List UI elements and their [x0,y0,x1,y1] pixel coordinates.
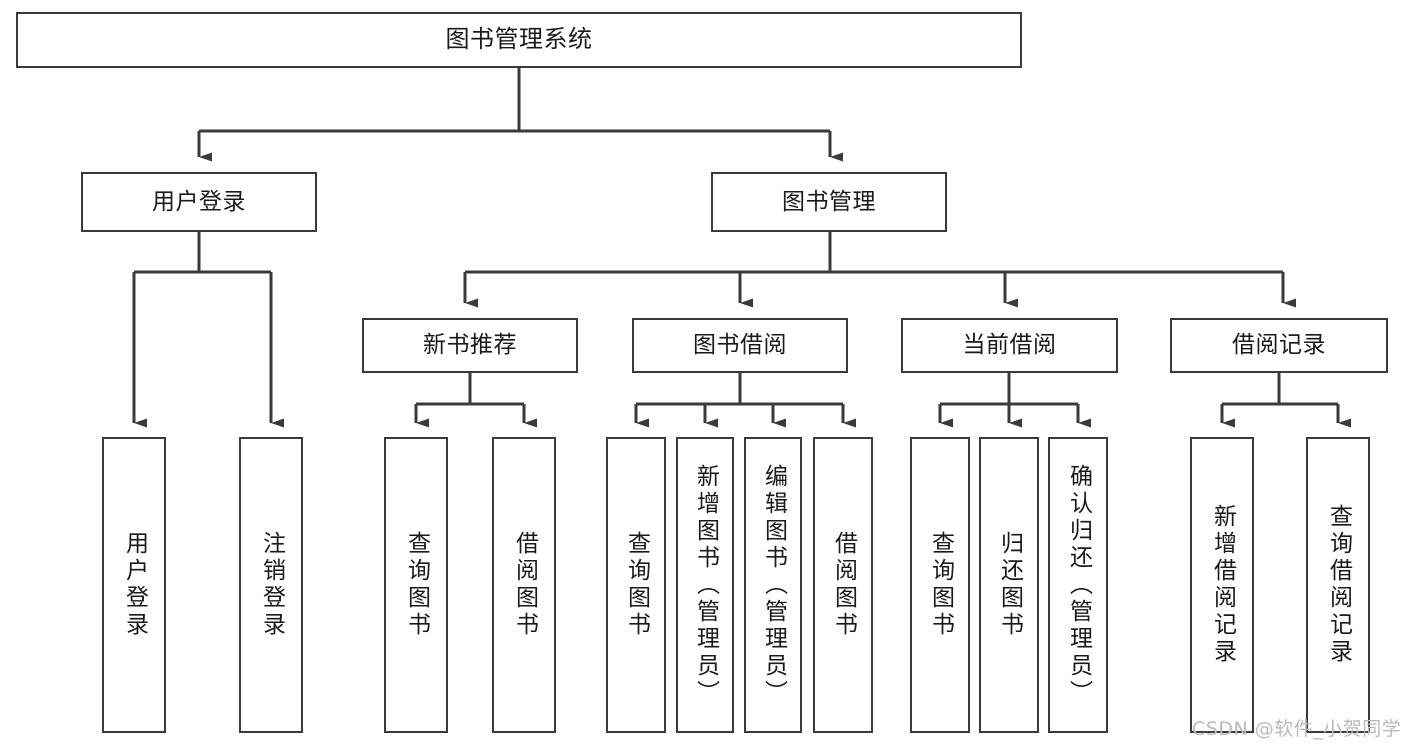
node-book-borrow-label: 图书借阅 [693,332,787,359]
watermark-text: CSDN @软件_小贺同学 [1192,718,1402,740]
node-leaf-borrow-book-1[interactable]: 借阅图书 [492,437,556,733]
node-leaf-borrow-book-1-label: 借阅图书 [511,531,538,639]
node-leaf-add-book-label: 新增图书（管理员） [692,463,719,707]
node-root-label: 图书管理系统 [445,25,593,54]
node-book-manage-label: 图书管理 [782,188,876,215]
node-leaf-return-book[interactable]: 归还图书 [979,437,1039,733]
node-leaf-query-book-2-label: 查询图书 [623,531,650,639]
node-new-book-recommend-label: 新书推荐 [423,332,517,359]
node-leaf-add-record-label: 新增借阅记录 [1209,504,1236,666]
node-leaf-query-book-3[interactable]: 查询图书 [910,437,970,733]
node-new-book-recommend[interactable]: 新书推荐 [362,318,578,373]
node-leaf-confirm-return-label: 确认归还（管理员） [1065,463,1092,707]
node-leaf-user-login[interactable]: 用户登录 [102,437,166,733]
node-leaf-logout-login-label: 注销登录 [258,531,285,639]
node-current-borrow-label: 当前借阅 [962,332,1057,359]
node-leaf-add-record[interactable]: 新增借阅记录 [1190,437,1254,733]
node-user-login-label: 用户登录 [152,188,246,215]
node-leaf-query-record-label: 查询借阅记录 [1325,504,1352,666]
node-root[interactable]: 图书管理系统 [16,12,1022,68]
node-leaf-query-book-2[interactable]: 查询图书 [606,437,666,733]
node-leaf-add-book[interactable]: 新增图书（管理员） [676,437,734,733]
node-leaf-confirm-return[interactable]: 确认归还（管理员） [1048,437,1108,733]
node-borrow-record-label: 借阅记录 [1232,332,1326,359]
node-borrow-record[interactable]: 借阅记录 [1170,318,1388,373]
node-book-manage[interactable]: 图书管理 [711,172,947,232]
node-leaf-user-login-label: 用户登录 [121,531,148,639]
node-leaf-query-book-1[interactable]: 查询图书 [384,437,448,733]
node-leaf-edit-book[interactable]: 编辑图书（管理员） [744,437,802,733]
node-leaf-edit-book-label: 编辑图书（管理员） [760,463,787,707]
node-leaf-return-book-label: 归还图书 [996,531,1023,639]
node-user-login[interactable]: 用户登录 [81,172,317,232]
node-leaf-query-book-3-label: 查询图书 [927,531,954,639]
node-book-borrow[interactable]: 图书借阅 [632,318,848,373]
node-leaf-query-record[interactable]: 查询借阅记录 [1306,437,1370,733]
node-leaf-borrow-book-2[interactable]: 借阅图书 [813,437,873,733]
node-leaf-logout-login[interactable]: 注销登录 [239,437,303,733]
node-current-borrow[interactable]: 当前借阅 [901,318,1118,373]
node-leaf-query-book-1-label: 查询图书 [403,531,430,639]
node-leaf-borrow-book-2-label: 借阅图书 [830,531,857,639]
